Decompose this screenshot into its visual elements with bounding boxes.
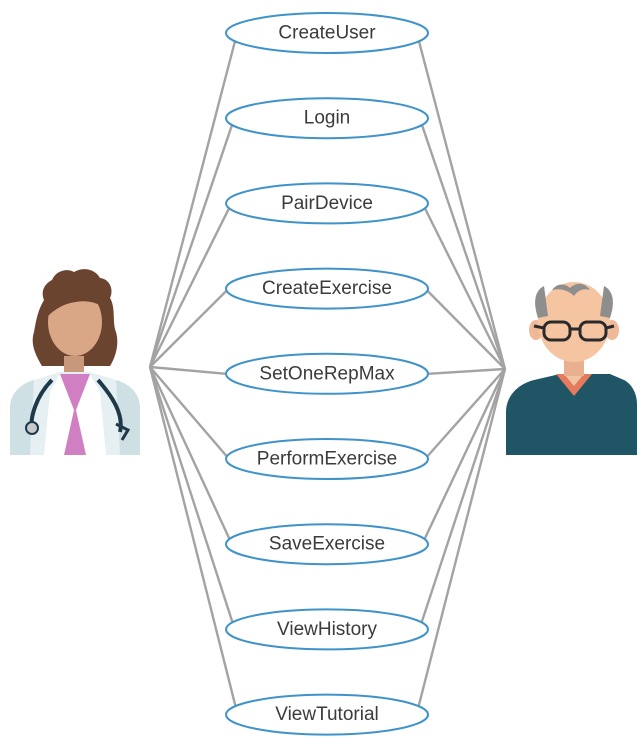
use-case-label: SaveExercise	[269, 534, 385, 555]
connector-lines	[148, 32, 507, 715]
use-case-save-exercise: SaveExercise	[225, 523, 429, 566]
use-case-pair-device: PairDevice	[225, 182, 429, 225]
use-case-group: CreateUserLoginPairDeviceCreateExerciseS…	[225, 12, 429, 736]
connector-patient-perform-exercise	[424, 368, 506, 460]
use-case-ellipse	[225, 182, 429, 225]
use-case-ellipse	[225, 608, 429, 651]
connector-doctor-create-exercise	[149, 287, 230, 368]
use-case-login: Login	[225, 97, 429, 140]
use-case-ellipse	[225, 267, 429, 310]
connector-doctor-save-exercise	[148, 366, 233, 545]
connector-doctor-create-user	[148, 32, 239, 368]
connector-patient-create-user	[415, 32, 507, 370]
connector-doctor-view-history	[148, 366, 236, 630]
use-case-create-user: CreateUser	[225, 12, 429, 54]
connector-patient-login	[418, 117, 507, 370]
connector-doctor-login	[148, 117, 236, 368]
use-case-label: CreateUser	[278, 23, 376, 44]
connector-doctor-set-one-rep-max	[149, 365, 227, 375]
use-case-view-history: ViewHistory	[225, 608, 429, 651]
connector-patient-view-tutorial	[415, 368, 507, 715]
connector-patient-set-one-rep-max	[427, 367, 506, 375]
use-case-label: ViewHistory	[277, 619, 377, 640]
connector-doctor-perform-exercise	[149, 366, 230, 460]
use-case-ellipse	[225, 352, 429, 395]
use-case-label: SetOneRepMax	[259, 363, 395, 384]
use-case-label: PerformExercise	[257, 449, 397, 470]
use-case-label: ViewTutorial	[275, 704, 379, 725]
use-case-label: PairDevice	[281, 193, 373, 214]
use-case-ellipse	[225, 12, 429, 54]
use-case-ellipse	[225, 97, 429, 140]
connector-patient-create-exercise	[424, 287, 506, 370]
connector-doctor-view-tutorial	[148, 366, 239, 715]
connector-doctor-pair-device	[148, 202, 233, 368]
elderly-patient-icon	[506, 282, 637, 455]
use-case-label: Login	[304, 108, 351, 129]
connector-patient-view-history	[418, 368, 507, 630]
doctor-icon	[10, 269, 140, 455]
use-case-set-one-rep-max: SetOneRepMax	[225, 352, 429, 395]
use-case-ellipse	[225, 693, 429, 736]
use-case-ellipse	[225, 523, 429, 566]
use-case-ellipse	[225, 438, 429, 480]
connector-patient-save-exercise	[421, 368, 507, 545]
use-case-view-tutorial: ViewTutorial	[225, 693, 429, 736]
use-case-label: CreateExercise	[262, 278, 392, 299]
connector-patient-pair-device	[421, 202, 507, 370]
use-case-create-exercise: CreateExercise	[225, 267, 429, 310]
use-case-perform-exercise: PerformExercise	[225, 438, 429, 480]
